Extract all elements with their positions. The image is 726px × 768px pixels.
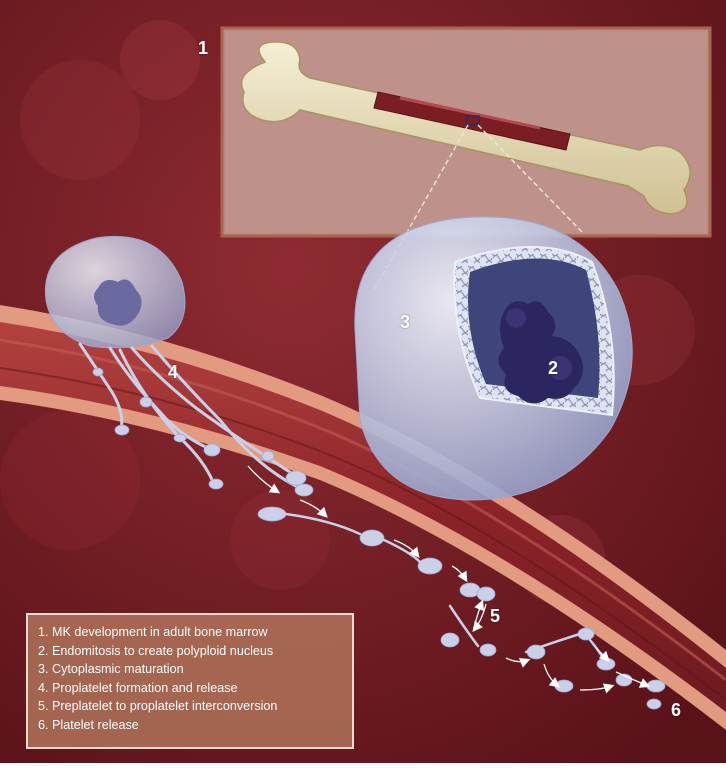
label-6: 6 xyxy=(671,700,681,721)
legend-item: 6. Platelet release xyxy=(38,716,352,735)
legend-item: 5. Preplatelet to proplatelet interconve… xyxy=(38,697,352,716)
label-1: 1 xyxy=(198,38,208,59)
legend-list: 1. MK development in adult bone marrow 2… xyxy=(38,623,352,735)
label-2: 2 xyxy=(548,358,558,379)
legend-box: 1. MK development in adult bone marrow 2… xyxy=(26,613,354,749)
legend-item: 4. Proplatelet formation and release xyxy=(38,679,352,698)
legend-item: 2. Endomitosis to create polyploid nucle… xyxy=(38,642,352,661)
label-3: 3 xyxy=(400,312,410,333)
label-4: 4 xyxy=(168,362,178,383)
legend-item: 3. Cytoplasmic maturation xyxy=(38,660,352,679)
bone-inset xyxy=(222,28,710,236)
label-5: 5 xyxy=(490,606,500,627)
legend-item: 1. MK development in adult bone marrow xyxy=(38,623,352,642)
